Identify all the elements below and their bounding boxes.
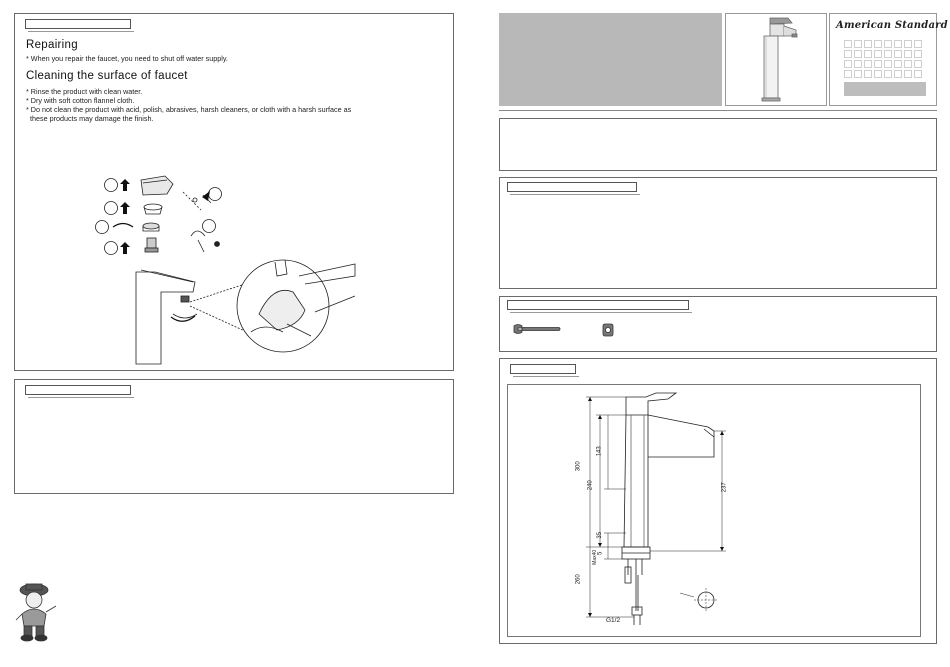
repairing-title: Repairing (26, 39, 78, 51)
repairing-note: * When you repair the faucet, you need t… (26, 54, 228, 63)
cleaning-line-3: * Do not clean the product with acid, po… (26, 105, 352, 114)
faucet-product-image (761, 17, 798, 102)
cleaning-line-2: * Dry with soft cotton flannel cloth. (26, 96, 135, 105)
cleaning-title: Cleaning the surface of faucet (26, 70, 188, 82)
header-rule (499, 110, 937, 111)
section-tab-dimensions (510, 364, 579, 377)
thread-label: G1/2 (606, 617, 621, 624)
header-gray-block (499, 13, 722, 106)
brand-logo: American Standard (836, 20, 948, 31)
cleaning-line-4: these products may damage the finish. (26, 114, 154, 123)
section-tab-tools (507, 300, 692, 313)
cleaning-line-1: * Rinse the product with clean water. (26, 87, 143, 96)
brand-gray-bar (844, 82, 926, 96)
mascot-illustration (15, 583, 57, 642)
intro-panel (499, 118, 937, 171)
dim-143: 143 (596, 446, 603, 457)
dim-237: 237 (721, 482, 728, 493)
section-tab-repair (25, 19, 134, 32)
brand-frame: American Standard (829, 13, 948, 106)
dimension-drawing (586, 392, 726, 625)
dim-35: 35 (597, 531, 604, 539)
section-tab-notes (25, 385, 134, 398)
product-image-frame (725, 13, 827, 106)
sealant-tape-icon (602, 323, 614, 337)
dim-300: 300 (575, 461, 582, 472)
dimension-panel: 300 240 143 35 5 237 260 Max40 G1/2 (499, 358, 937, 644)
notes-panel (14, 379, 454, 494)
wrench-icon (513, 324, 561, 334)
dim-260: 260 (575, 574, 582, 585)
dim-max40: Max40 (592, 549, 599, 565)
section-tab-installation (507, 182, 640, 195)
exploded-faucet-diagram (95, 175, 356, 365)
tools-panel (499, 296, 937, 352)
dim-240: 240 (587, 480, 594, 491)
dimension-drawing-frame: 300 240 143 35 5 237 260 Max40 G1/2 (507, 384, 921, 637)
installation-panel (499, 177, 937, 289)
repair-cleaning-panel: Repairing * When you repair the faucet, … (14, 13, 454, 371)
brand-pattern-grid (844, 40, 922, 78)
